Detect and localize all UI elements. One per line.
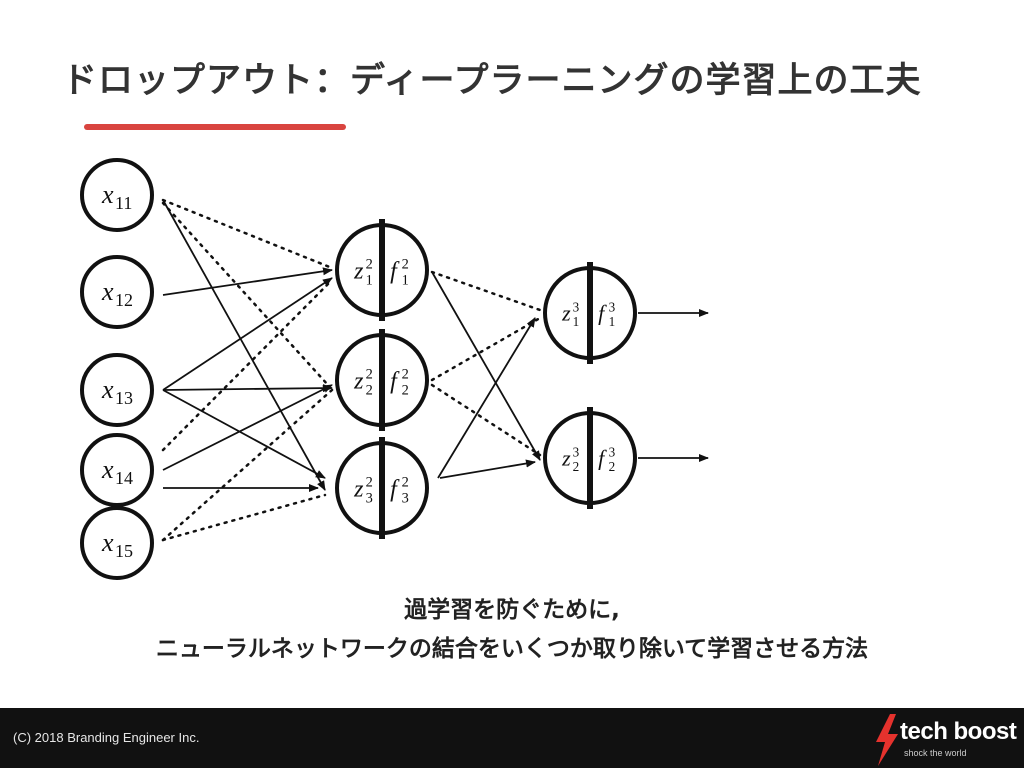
network-edges [161,198,709,542]
node-z-label: z [353,258,364,284]
tech-boost-logo: tech boost shock the world [872,714,1017,766]
node-z-label-subscript: 1 [573,314,580,329]
node-f-label-superscript: 2 [402,366,409,382]
node-z-label-subscript: 2 [366,382,373,398]
node-z-label-subscript: 1 [366,272,373,288]
node-f-label-superscript: 3 [609,299,616,314]
node-f-label-superscript: 3 [609,444,616,459]
title-underline [84,124,346,130]
caption-line-2: ニューラルネットワークの結合をいくつか取り除いて学習させる方法 [155,636,869,662]
node-f-label-subscript: 3 [402,490,409,506]
node-f-label: f [390,476,400,502]
input-label: x [101,277,114,306]
input-label: x [101,180,114,209]
node-z-label-subscript: 3 [366,490,373,506]
node-circle [80,158,154,232]
node-circle [80,506,154,580]
node-f-label: f [598,446,607,471]
active-connection [162,267,333,296]
input-label: x [101,528,114,557]
node-f-label: f [390,258,400,284]
node-f-label-superscript: 2 [402,256,409,272]
node-circle [80,353,154,427]
active-connection [162,384,333,471]
input-label-subscript: 13 [115,388,133,408]
dropped-connection [430,316,542,382]
node-z-label-superscript: 2 [366,366,373,382]
node-z-label-superscript: 2 [366,474,373,490]
input-label-subscript: 15 [115,541,133,561]
active-connection [162,384,333,393]
node-z-label-superscript: 2 [366,256,373,272]
node-f-label: f [390,368,400,394]
active-connection [431,271,541,461]
node-f-label-subscript: 1 [402,272,409,288]
slide-title: ドロップアウト：ディープラーニングの学習上の工夫 [62,61,922,101]
caption-line-1: 過学習を防ぐために, [404,597,620,623]
dropped-connection [161,201,330,387]
active-connection [437,317,536,479]
dropped-connection [161,388,334,542]
node-z-label-superscript: 3 [573,444,580,459]
dropped-connection [161,198,334,270]
footer-bar: (C) 2018 Branding Engineer Inc. tech boo… [0,708,1024,768]
dropped-connection [430,270,542,312]
active-connection [162,277,333,391]
dropped-connection [430,383,542,457]
node-z-label: z [561,446,571,471]
node-f-label-superscript: 2 [402,474,409,490]
dropped-connection [161,278,334,452]
node-f-label-subscript: 2 [402,382,409,398]
node-z-label: z [353,476,364,502]
active-connection [162,389,326,479]
input-label-subscript: 14 [115,468,133,488]
node-f-label: f [598,301,607,326]
active-connection [439,459,536,479]
node-f-label-subscript: 2 [609,459,616,474]
logo-wordmark: tech boost [900,718,1017,745]
node-circle [80,433,154,507]
input-label: x [101,375,114,404]
copyright-text: (C) 2018 Branding Engineer Inc. [13,730,200,745]
input-label-subscript: 12 [115,290,133,310]
logo-tagline: shock the world [904,748,967,758]
input-label: x [101,455,114,484]
input-label-subscript: 11 [115,193,132,213]
node-z-label: z [561,301,571,326]
node-z-label-subscript: 2 [573,459,580,474]
node-f-label-subscript: 1 [609,314,616,329]
node-circle [80,255,154,329]
node-z-label-superscript: 3 [573,299,580,314]
active-connection [162,199,326,491]
lightning-bolt-icon [876,714,898,766]
node-z-label: z [353,368,364,394]
